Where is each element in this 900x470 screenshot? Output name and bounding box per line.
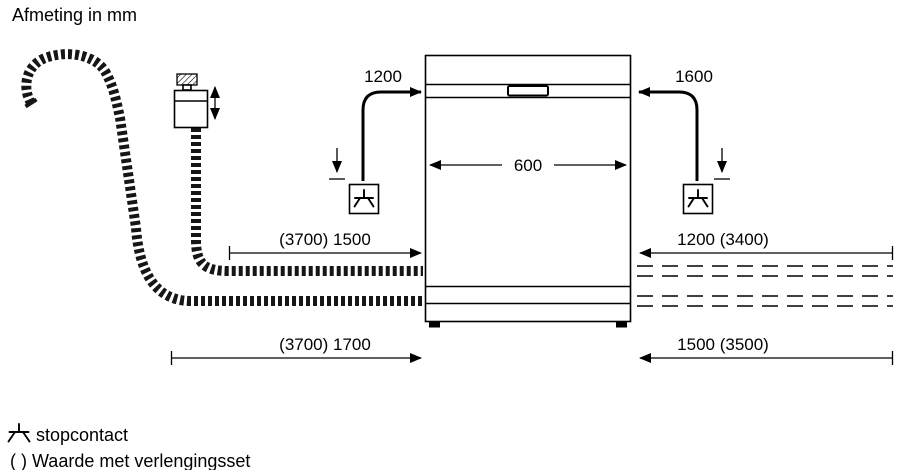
door-handle	[507, 85, 549, 97]
width-dimension: 600	[429, 152, 627, 176]
legend: stopcontact ( ) Waarde met verlengingsse…	[7, 423, 250, 470]
hose-extensions-dashed	[637, 265, 893, 307]
hose-dimensions-left: (3700) 1500 (3700) 1700	[170, 230, 422, 365]
tap-icon	[176, 73, 198, 86]
cable-left: 1200	[329, 67, 422, 215]
legend-socket-label: stopcontact	[36, 425, 128, 445]
socket-box-right	[682, 183, 714, 215]
supply-hose	[191, 128, 423, 276]
tap-aquastop	[173, 73, 220, 129]
drain-hose-end-cap	[24, 97, 38, 109]
right-foot	[616, 321, 627, 328]
cable-right-label: 1600	[675, 67, 713, 86]
legend-note: ( ) Waarde met verlengingsset	[10, 451, 250, 470]
drain-hose	[21, 49, 423, 306]
lower-left-dim-label: (3700) 1700	[279, 335, 371, 354]
width-label-mask	[502, 152, 554, 176]
cable-left-label: 1200	[364, 67, 402, 86]
socket-icon-legend	[7, 423, 31, 443]
socket-box-left	[348, 183, 380, 215]
upper-left-dim-label: (3700) 1500	[279, 230, 371, 249]
left-foot	[429, 321, 440, 328]
lower-right-dim-label: 1500 (3500)	[677, 335, 769, 354]
socket-icon-right	[687, 189, 709, 208]
socket-icon-left	[353, 189, 375, 208]
hoses	[21, 49, 423, 306]
dishwasher-outline	[424, 54, 632, 323]
cable-right-arrow	[638, 87, 699, 181]
dishwasher	[424, 54, 632, 328]
hose-dimensions-right: 1200 (3400) 1500 (3500)	[639, 230, 894, 365]
width-label: 600	[514, 156, 542, 175]
page-title: Afmeting in mm	[12, 5, 137, 25]
cable-left-arrow	[361, 87, 422, 181]
cable-right: 1600	[638, 67, 730, 215]
upper-right-dim-label: 1200 (3400)	[677, 230, 769, 249]
tap-stem	[182, 84, 192, 91]
aquastop-box	[173, 89, 209, 129]
